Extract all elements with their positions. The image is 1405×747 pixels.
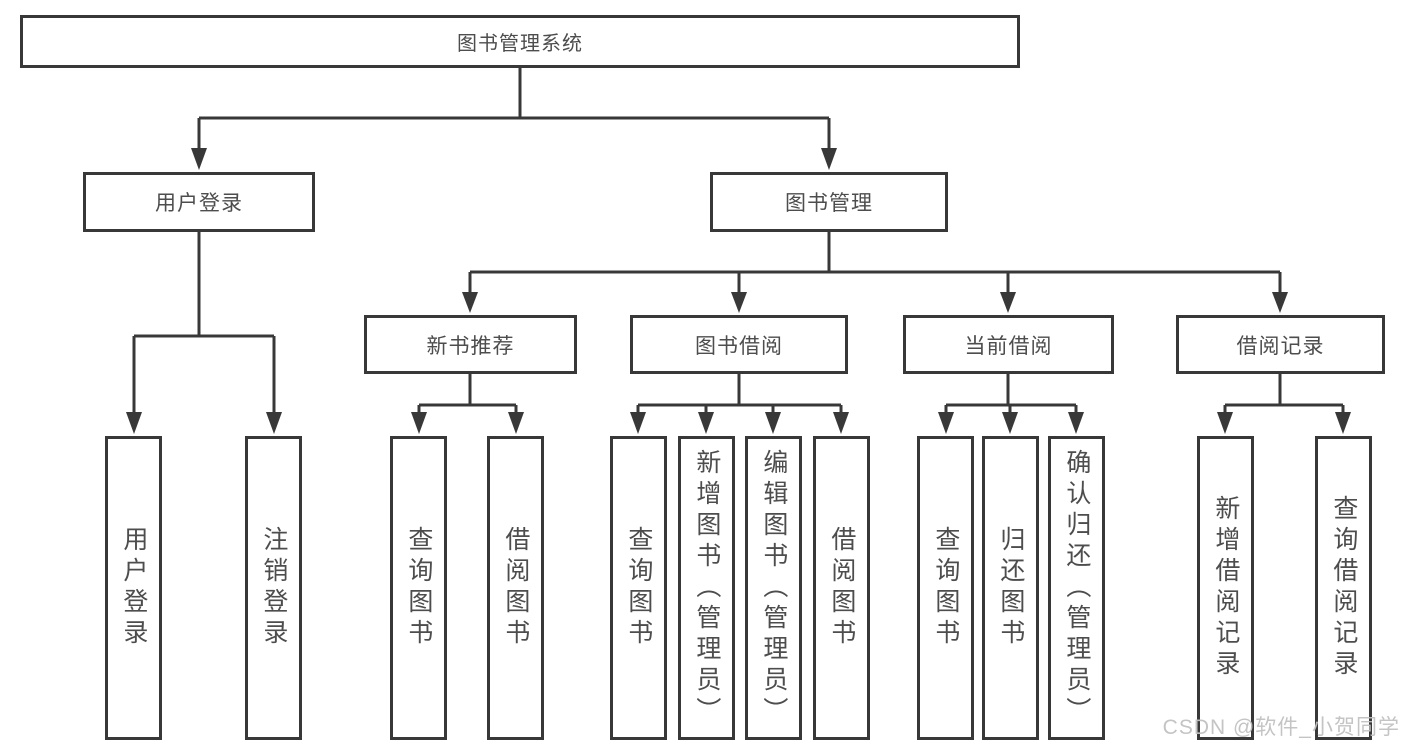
leaf-edit-books-admin-label: 编辑图书（管理员）	[759, 448, 788, 728]
leaf-borrow-books-borrowing: 借阅图书	[813, 436, 870, 740]
node-new-book-recommendation-label: 新书推荐	[426, 334, 515, 358]
leaf-borrow-books-borrowing-label: 借阅图书	[827, 526, 856, 650]
node-borrowing-records: 借阅记录	[1176, 315, 1385, 374]
leaf-return-books: 归还图书	[982, 436, 1039, 740]
leaf-query-books-borrowing: 查询图书	[610, 436, 667, 740]
node-root-label: 图书管理系统	[457, 33, 583, 55]
node-root-system: 图书管理系统	[20, 15, 1020, 68]
leaf-query-books-current-label: 查询图书	[931, 526, 960, 650]
node-book-borrowing-label: 图书借阅	[695, 334, 783, 358]
leaf-return-books-label: 归还图书	[996, 526, 1025, 650]
node-current-borrowing: 当前借阅	[903, 315, 1114, 374]
node-current-borrowing-label: 当前借阅	[964, 334, 1053, 358]
leaf-query-books-recommend: 查询图书	[390, 436, 447, 740]
node-new-book-recommendation: 新书推荐	[364, 315, 577, 374]
leaf-confirm-return-admin: 确认归还（管理员）	[1048, 436, 1105, 740]
leaf-query-books-borrowing-label: 查询图书	[624, 526, 653, 650]
leaf-user-login-label: 用户登录	[119, 526, 148, 650]
node-user-login: 用户登录	[83, 172, 315, 232]
leaf-add-books-admin-label: 新增图书（管理员）	[692, 448, 721, 728]
leaf-borrow-books-recommend-label: 借阅图书	[501, 526, 530, 650]
leaf-query-books-current: 查询图书	[917, 436, 974, 740]
leaf-query-borrow-record-label: 查询借阅记录	[1329, 495, 1358, 681]
leaf-borrow-books-recommend: 借阅图书	[487, 436, 544, 740]
leaf-logout-label: 注销登录	[259, 526, 288, 650]
node-book-management: 图书管理	[710, 172, 948, 232]
leaf-user-login: 用户登录	[105, 436, 162, 740]
csdn-watermark: CSDN @软件_小贺同学	[1162, 716, 1400, 739]
leaf-add-borrow-record-label: 新增借阅记录	[1211, 495, 1240, 681]
leaf-confirm-return-admin-label: 确认归还（管理员）	[1062, 448, 1091, 728]
node-book-borrowing: 图书借阅	[630, 315, 848, 374]
node-book-management-label: 图书管理	[785, 192, 873, 215]
leaf-add-books-admin: 新增图书（管理员）	[678, 436, 735, 740]
node-borrowing-records-label: 借阅记录	[1236, 334, 1325, 358]
leaf-logout: 注销登录	[245, 436, 302, 740]
leaf-query-books-recommend-label: 查询图书	[404, 526, 433, 650]
leaf-edit-books-admin: 编辑图书（管理员）	[745, 436, 802, 740]
leaf-query-borrow-record: 查询借阅记录	[1315, 436, 1372, 740]
node-user-login-label: 用户登录	[155, 192, 243, 215]
leaf-add-borrow-record: 新增借阅记录	[1197, 436, 1254, 740]
arrowheads	[126, 148, 1351, 434]
